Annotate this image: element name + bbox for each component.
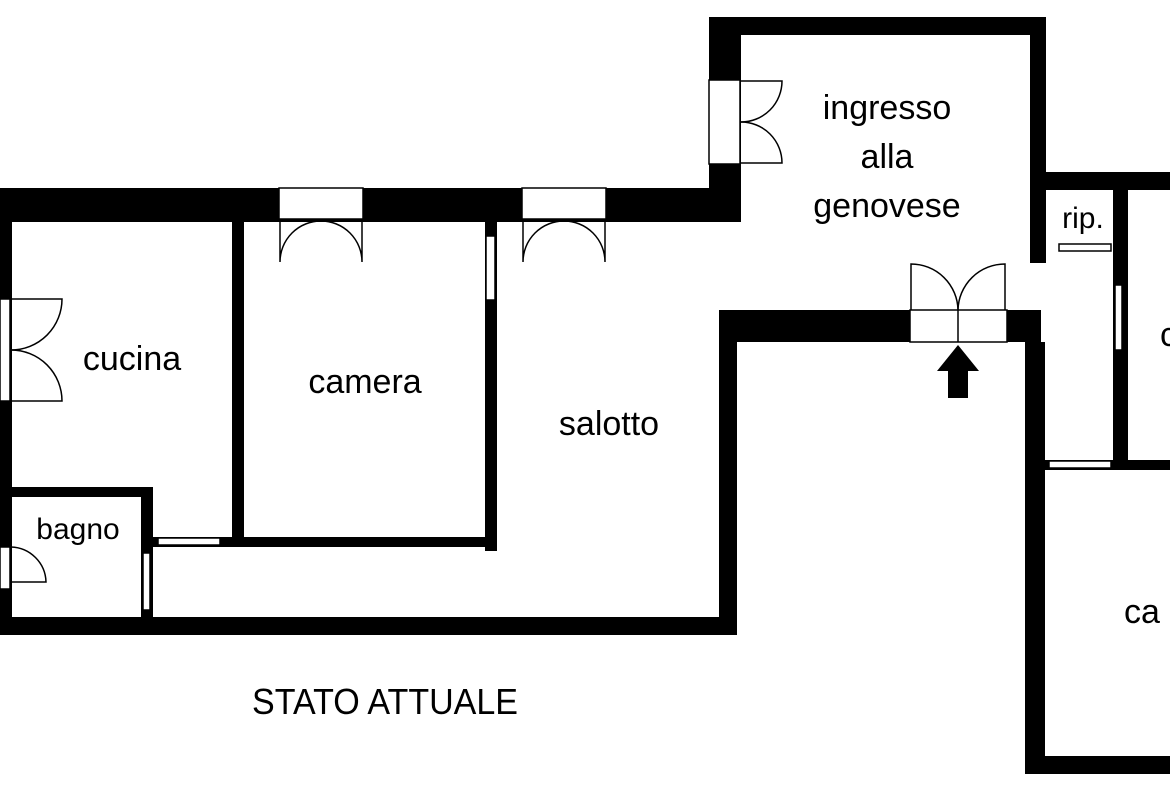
windows xyxy=(0,79,1123,611)
wall-salotto-right xyxy=(719,310,737,635)
wall-bagno-top xyxy=(0,487,152,497)
room-label-rip: rip. xyxy=(1062,202,1104,235)
opening-right-side xyxy=(1114,284,1123,351)
room-label-ingresso-2: alla xyxy=(861,138,914,176)
room-label-cucina: cucina xyxy=(83,340,181,378)
door-swing-ingresso-bottom xyxy=(740,121,783,164)
window-cucina xyxy=(0,298,11,402)
window-camera xyxy=(278,187,364,220)
door-swing-salotto-left xyxy=(522,220,565,263)
wall-right-bottom xyxy=(1025,756,1170,774)
door-swing-entrance-right xyxy=(957,263,1006,311)
window-salotto xyxy=(521,187,607,220)
wall-entry-stub xyxy=(1007,310,1041,342)
door-swing-camera-left xyxy=(279,220,322,263)
wall-bottom xyxy=(0,617,737,635)
door-swings xyxy=(10,80,1006,583)
wall-top-left xyxy=(0,188,740,222)
opening-bagno-side xyxy=(142,552,151,611)
wall-camera-bottom xyxy=(232,537,497,547)
room-label-camera: camera xyxy=(308,363,421,401)
door-swing-salotto-right xyxy=(563,220,606,263)
wall-ingresso-right xyxy=(1030,17,1046,263)
plan-caption: STATO ATTUALE xyxy=(252,681,518,722)
opening-cucina-bottom xyxy=(157,537,221,546)
door-swing-bagno xyxy=(10,546,47,583)
opening-right-bottom xyxy=(1048,460,1112,469)
door-swing-camera-right xyxy=(320,220,363,263)
room-label-right-partial-bottom: ca xyxy=(1124,593,1160,631)
walls xyxy=(0,17,1170,774)
room-label-salotto: salotto xyxy=(559,405,659,443)
room-labels: ingresso alla genovese rip. cucina camer… xyxy=(36,89,1170,631)
wall-right-vertical xyxy=(1025,342,1045,774)
door-swing-cucina-bottom xyxy=(10,349,63,402)
wall-rip-top xyxy=(1030,172,1170,190)
opening-rip-bottom xyxy=(1058,243,1112,252)
room-label-ingresso-3: genovese xyxy=(813,187,960,225)
door-swing-ingresso-top xyxy=(740,80,783,123)
wall-ingresso-top xyxy=(709,17,1046,35)
room-label-ingresso-1: ingresso xyxy=(823,89,952,127)
window-ingresso xyxy=(708,79,741,165)
window-bagno xyxy=(0,546,11,590)
door-swing-entrance-left xyxy=(910,263,959,311)
opening-camera-salotto xyxy=(485,235,496,301)
room-label-bagno: bagno xyxy=(36,513,119,546)
wall-cucina-camera xyxy=(232,188,244,545)
room-label-right-partial-top: c xyxy=(1160,316,1170,354)
up-arrow-icon xyxy=(937,345,979,398)
door-swing-cucina-top xyxy=(10,298,63,351)
